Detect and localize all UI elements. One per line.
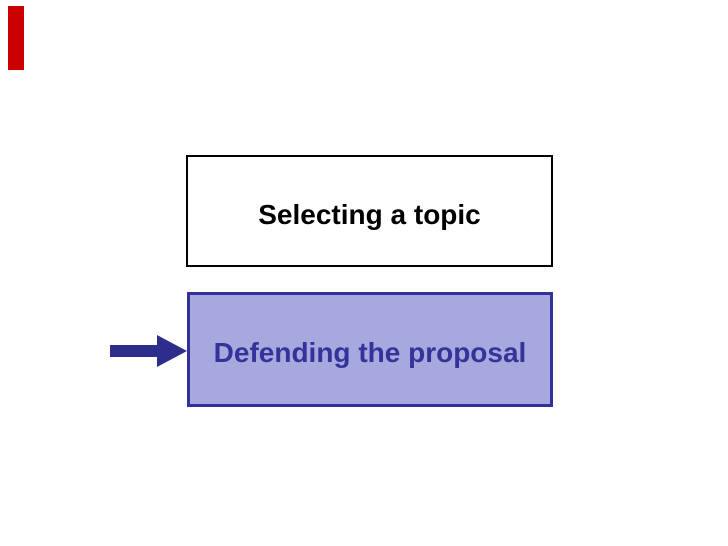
step-box-defending-proposal: Defending the proposal	[187, 292, 553, 407]
red-accent-bar	[8, 6, 24, 70]
right-arrow-icon	[110, 335, 187, 367]
step-label-selecting-topic: Selecting a topic	[258, 198, 481, 230]
step-box-selecting-topic: Selecting a topic	[186, 155, 553, 267]
right-arrow-shape	[110, 335, 187, 367]
step-label-defending-proposal: Defending the proposal	[213, 337, 527, 369]
current-step-arrow-icon	[100, 332, 190, 372]
